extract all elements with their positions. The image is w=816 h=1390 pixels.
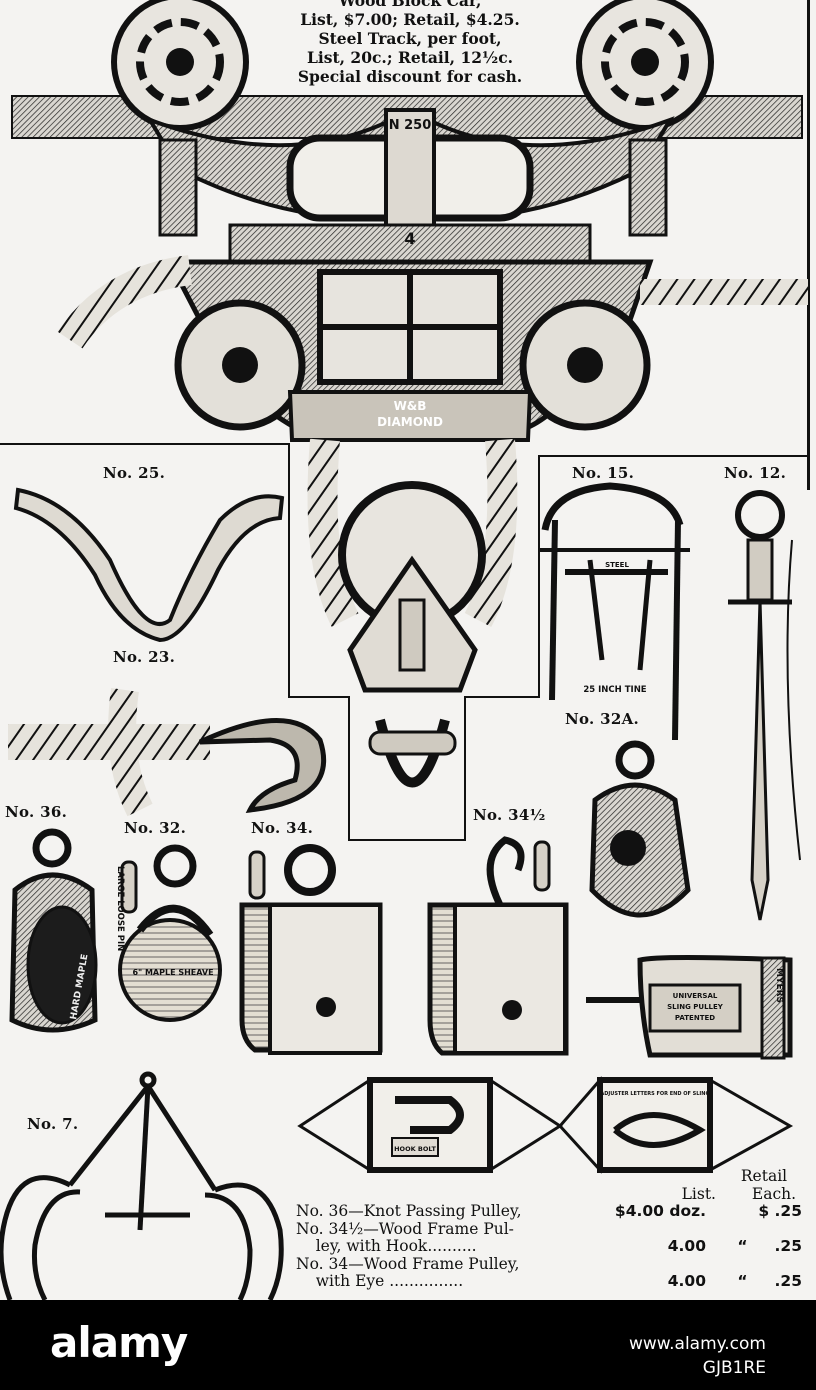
price-desc: No. 34—Wood Frame Pulley, [296, 1255, 520, 1273]
price-retail: $ .25 [758, 1202, 802, 1220]
col-list-heading: List. [681, 1184, 716, 1203]
harpoon-fork-no15 [540, 482, 690, 741]
divider-center-bottom [288, 696, 350, 698]
label-no25: No. 25. [103, 464, 166, 482]
divider-center-right [464, 696, 540, 698]
price-row: No. 36—Knot Passing Pulley, $4.00 doz. $… [296, 1202, 812, 1221]
divider-center-vert-right [464, 696, 466, 841]
label-no32a: No. 32A. [565, 710, 640, 728]
label-no34-half: No. 34½ [473, 806, 546, 824]
carrier-brand-2: DIAMOND [377, 415, 443, 429]
label-no34: No. 34. [251, 819, 314, 837]
price-desc: No. 36—Knot Passing Pulley, [296, 1203, 522, 1220]
carrier-brand-1: W&B [394, 399, 427, 413]
pulley-no32a [589, 740, 691, 918]
carrier-number: N 250 [389, 118, 432, 133]
header-line-1: Wood Block Car, [338, 0, 482, 10]
rope-pulley-illustration [307, 438, 518, 788]
grapple-fork-no7 [0, 1071, 284, 1300]
label-no15: No. 15. [572, 464, 635, 482]
engraving-illustrations: N 250 4 W&B DIAMOND [0, 0, 808, 1300]
price-desc: with Eye ............... [296, 1273, 464, 1290]
universal-label-2: SLING PULLEY [667, 1003, 724, 1011]
price-row: with Eye ............... 4.00 “ .25 [296, 1272, 812, 1291]
price-list [614, 1256, 706, 1274]
watermark-footer-bar [0, 1300, 816, 1390]
carrier-digit: 4 [404, 229, 415, 248]
price-row: No. 34½—Wood Frame Pul- [296, 1221, 812, 1239]
divider-center-vert-left [348, 696, 350, 841]
label-no23: No. 23. [113, 648, 176, 666]
hookbolt-label: HOOK BOLT [394, 1145, 436, 1153]
price-desc: No. 34½—Wood Frame Pul- [296, 1220, 514, 1238]
price-table-header-retail: Retail [296, 1167, 812, 1186]
myers-label: MYERS [774, 968, 784, 1003]
header-line-3: Steel Track, per foot, [318, 29, 502, 48]
pulley-no34-half [427, 836, 569, 1056]
price-retail [706, 1221, 802, 1239]
divider-center-base [348, 839, 466, 841]
price-table-header: List. Each. [296, 1184, 812, 1204]
universal-sling-pulley [586, 955, 793, 1060]
header-line-5: Special discount for cash. [297, 67, 523, 86]
catalog-page: Wood Block Car, List, $7.00; Retail, $4.… [0, 0, 816, 1300]
price-retail: “ .25 [737, 1272, 802, 1290]
label-no7: No. 7. [27, 1115, 79, 1133]
header-line-2: List, $7.00; Retail, $4.25. [300, 10, 520, 29]
price-retail: “ .25 [737, 1237, 802, 1255]
pulley-no32 [118, 844, 222, 1022]
divider-right-vertical [538, 455, 540, 698]
rope-hook-no23 [8, 688, 327, 817]
label-no36: No. 36. [5, 803, 68, 821]
pin-label: LARGE LOOSE PIN [115, 866, 125, 951]
price-list [614, 1221, 706, 1239]
header-line-4: List, 20c.; Retail, 12½c. [306, 48, 514, 67]
steel-label: STEEL [605, 561, 629, 569]
price-row: ley, with Hook.......... 4.00 “ .25 [296, 1237, 812, 1256]
col-retail-heading: Retail [740, 1167, 788, 1185]
sheave-label: 6" MAPLE SHEAVE [132, 968, 213, 977]
pulley-no36 [9, 828, 98, 1033]
price-list: 4.00 [667, 1237, 706, 1255]
sling-hook-no25 [13, 487, 285, 643]
adjuster-label: ADJUSTER LETTERS FOR END OF SLING [600, 1091, 709, 1097]
price-list: 4.00 [667, 1272, 706, 1290]
divider-right-top [538, 455, 810, 457]
price-row: No. 34—Wood Frame Pulley, [296, 1256, 812, 1274]
alamy-logo: alamy [50, 1318, 188, 1367]
image-id: GJB1RE [702, 1358, 766, 1378]
tine-label: 25 INCH TINE [583, 685, 646, 695]
pulley-no34 [239, 844, 383, 1055]
divider-left-top [0, 443, 290, 445]
harpoon-no12 [728, 490, 801, 921]
label-no32: No. 32. [124, 819, 187, 837]
divider-left-vertical [288, 443, 290, 698]
col-each-heading: Each. [751, 1184, 797, 1203]
price-table: Retail List. Each. No. 36—Knot Passing P… [296, 1167, 812, 1291]
price-list: $4.00 doz. [614, 1202, 706, 1220]
universal-label-1: UNIVERSAL [673, 992, 718, 1000]
universal-label-3: PATENTED [675, 1014, 715, 1022]
hay-slings [297, 1075, 794, 1174]
hay-carrier-illustration [11, 0, 808, 442]
label-no12: No. 12. [724, 464, 787, 482]
catalog-header: Wood Block Car, List, $7.00; Retail, $4.… [200, 0, 620, 86]
price-retail [706, 1256, 802, 1274]
price-desc: ley, with Hook.......... [296, 1238, 477, 1255]
right-border [807, 0, 810, 490]
site-url: www.alamy.com [628, 1334, 766, 1354]
